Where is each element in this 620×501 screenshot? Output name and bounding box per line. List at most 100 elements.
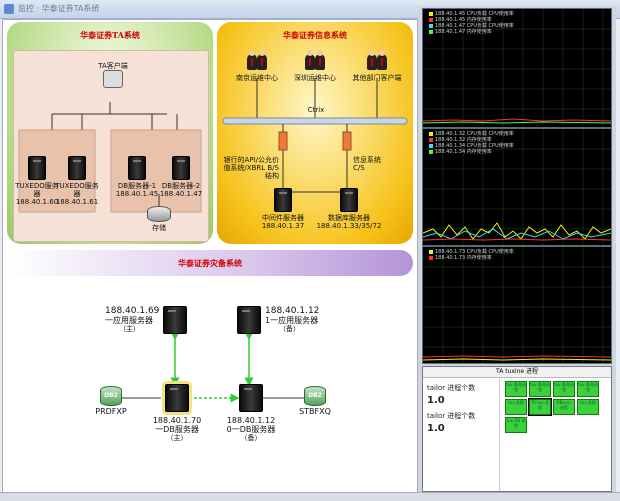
legend-text: 188.40.1.34 CPU负载 CPU使用率	[435, 143, 514, 149]
perf-chart-3[interactable]: 188.40.1.73 CPU负载 CPU使用率 188.40.1.73 内存使…	[422, 246, 612, 364]
client-pc-icon	[103, 70, 123, 88]
ta-client[interactable]: TA客户端	[83, 62, 143, 90]
users-icon	[245, 50, 269, 72]
server-icon	[340, 188, 358, 212]
legend-item: 188.40.1.32 内存使用率	[429, 137, 514, 143]
db2-database-icon: DB2	[304, 386, 326, 406]
db-backup-ip: 188.40.1.12	[226, 416, 276, 425]
legend-text: 188.40.1.34 内存使用率	[435, 149, 492, 155]
process-cell[interactable]: tux 查询流程	[529, 381, 551, 397]
ta-storage-label: 存储	[152, 224, 166, 232]
perf-chart-1-plot	[423, 9, 611, 127]
server-icon	[172, 156, 190, 180]
status-bar	[0, 492, 620, 501]
ta-storage[interactable]: 存储	[141, 206, 177, 232]
legend-text: 188.40.1.73 CPU负载 CPU使用率	[435, 249, 514, 255]
client-other[interactable]: 其他部门客户端	[343, 50, 411, 82]
ta-tuxedo-2[interactable]: TUXEDO服务器 188.40.1.61	[55, 156, 99, 206]
ta-db-2-ip: 188.40.1.47	[159, 190, 203, 198]
process-cell[interactable]: tux 查询流程	[505, 381, 527, 397]
app-backup-name: 1一应用服务器	[265, 316, 319, 325]
process-cell[interactable]: tux 查询流程	[577, 381, 599, 397]
database-name: 数据库服务器	[328, 214, 370, 222]
legend-text: 188.40.1.45 CPU负载 CPU使用率	[435, 11, 514, 17]
citrix-label: Ctrix	[307, 106, 325, 114]
middleware-server[interactable]: 中间件服务器 188.40.1.37	[253, 188, 313, 230]
ta-client-label: TA客户端	[98, 62, 128, 70]
db2-prdfxp[interactable]: DB2 PRDFXP	[91, 386, 131, 416]
process-cell[interactable]: tux 查询流程	[553, 381, 575, 397]
ta-tuxedo-1-ip: 188.40.1.60	[15, 198, 59, 206]
client-nanjing[interactable]: 南京运维中心	[225, 50, 289, 82]
server-icon	[237, 306, 261, 334]
process-cell[interactable]: tux 进程	[505, 399, 527, 415]
process-cell[interactable]: DBsync 进程	[553, 399, 575, 415]
ha-links	[117, 331, 307, 403]
fin-system-label: 信息系统 C/S	[353, 156, 381, 172]
app-main-role: （主）	[119, 325, 140, 333]
db-main-name: 一DB服务器	[155, 425, 199, 434]
tailor-metric-1-label: tailor 进程个数	[427, 384, 476, 392]
topology-canvas: 华泰证券TA系统 TA客户端 TUXEDO服务器 188.40.1.60 TUX…	[2, 19, 418, 493]
legend-text: 188.40.1.47 CPU负载 CPU使用率	[435, 23, 514, 29]
ta-tuxedo-2-name: TUXEDO服务器	[55, 182, 99, 198]
tuxedo-panel-title: TA tuxine 进程	[423, 367, 611, 378]
legend-item: 188.40.1.45 CPU负载 CPU使用率	[429, 11, 514, 17]
server-icon	[163, 306, 187, 334]
process-cell[interactable]: TA tux 进程	[528, 398, 552, 416]
db-backup-role: （备）	[240, 434, 262, 442]
server-icon	[165, 384, 189, 412]
users-icon	[365, 50, 389, 72]
tailor-metric-1-value: 1.0	[427, 395, 445, 406]
legend-text: 188.40.1.47 内存使用率	[435, 29, 492, 35]
middleware-name: 中间件服务器	[262, 214, 304, 222]
storage-icon	[147, 206, 171, 222]
tuxedo-process-panel: TA tuxine 进程 tailor 进程个数 1.0 tailor 进程个数…	[422, 366, 612, 492]
legend-item: 188.40.1.73 CPU负载 CPU使用率	[429, 249, 514, 255]
client-nanjing-label: 南京运维中心	[236, 74, 278, 82]
db-server-main[interactable]: 188.40.1.70 一DB服务器 （主）	[147, 384, 207, 442]
window-title: 监控 · 华泰证券TA系统	[18, 4, 100, 13]
app-server-backup[interactable]: 188.40.1.12 1一应用服务器 （备）	[237, 306, 327, 334]
process-grid-divider	[499, 377, 500, 491]
monitor-column: 188.40.1.45 CPU负载 CPU使用率 188.40.1.45 内存使…	[418, 6, 616, 492]
app-backup-ip: 188.40.1.12	[265, 306, 320, 316]
ta-tuxedo-1-name: TUXEDO服务器	[15, 182, 59, 198]
ta-db-1-ip: 188.40.1.45	[115, 190, 159, 198]
perf-chart-1[interactable]: 188.40.1.45 CPU负载 CPU使用率 188.40.1.45 内存使…	[422, 8, 612, 128]
perf-chart-2[interactable]: 188.40.1.32 CPU负载 CPU使用率 188.40.1.32 内存使…	[422, 128, 612, 246]
perf-chart-1-legend: 188.40.1.45 CPU负载 CPU使用率 188.40.1.45 内存使…	[429, 11, 514, 35]
db-server-backup[interactable]: 188.40.1.12 0一DB服务器 （备）	[221, 384, 281, 442]
legend-text: 188.40.1.32 内存使用率	[435, 137, 492, 143]
legend-text: 188.40.1.73 内存使用率	[435, 255, 492, 261]
app-backup-text: 188.40.1.12 1一应用服务器 （备）	[237, 306, 327, 333]
process-cell[interactable]: tux DB 进程	[505, 417, 527, 433]
db2-stbfxq[interactable]: DB2 STBFXQ	[295, 386, 335, 416]
database-server[interactable]: 数据库服务器 188.40.1.33/35/72	[313, 188, 385, 230]
server-icon	[68, 156, 86, 180]
process-cell[interactable]: tux 进程	[577, 399, 599, 415]
server-icon	[128, 156, 146, 180]
client-other-label: 其他部门客户端	[352, 74, 402, 82]
client-shenzhen[interactable]: 深圳运维中心	[283, 50, 347, 82]
ha-panel: 华泰证券灾备系统 188.40.1.69 一应用服务器 （主） 188.40.1…	[7, 250, 413, 490]
ta-tuxedo-2-ip: 188.40.1.61	[55, 198, 99, 206]
app-server-main[interactable]: 188.40.1.69 一应用服务器 （主）	[105, 306, 195, 334]
ta-links	[18, 102, 202, 213]
bank-api-label: 银行的API/公允价值系统/XBRL B/S结构	[223, 156, 279, 180]
database-ip: 188.40.1.33/35/72	[316, 222, 382, 230]
ta-db-2[interactable]: DB服务器-2 188.40.1.47	[157, 156, 205, 198]
client-shenzhen-label: 深圳运维中心	[294, 74, 336, 82]
tailor-metric-2: tailor 进程个数 1.0	[427, 411, 475, 434]
db2-database-icon: DB2	[100, 386, 122, 406]
ha-banner	[7, 250, 413, 276]
app-main-ip: 188.40.1.69	[105, 306, 160, 316]
db-backup-name: 0一DB服务器	[226, 425, 276, 434]
server-icon	[28, 156, 46, 180]
ta-db-1[interactable]: DB服务器-1 188.40.1.45	[113, 156, 161, 198]
legend-item: 188.40.1.47 内存使用率	[429, 29, 514, 35]
db-main-ip: 188.40.1.70	[152, 416, 202, 425]
ta-tuxedo-1[interactable]: TUXEDO服务器 188.40.1.60	[15, 156, 59, 206]
perf-chart-3-plot	[423, 247, 611, 363]
info-links	[222, 78, 408, 193]
